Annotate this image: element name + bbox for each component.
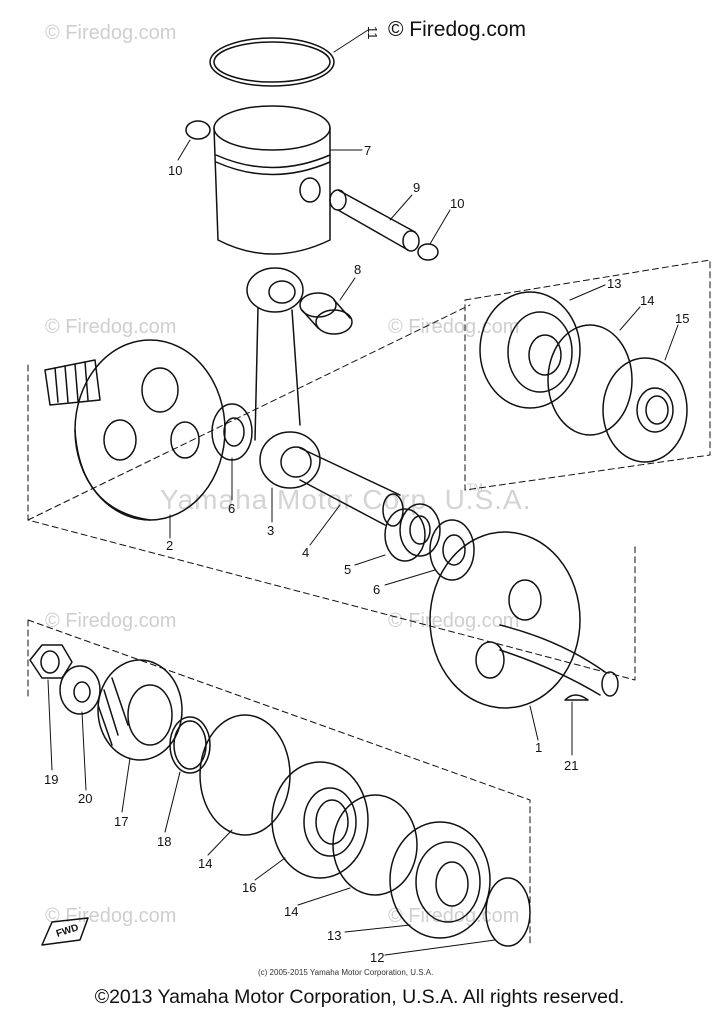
svg-text:FWD: FWD <box>55 922 80 940</box>
watermark-tm: TM <box>467 482 483 494</box>
bearing-part-upper <box>479 291 581 409</box>
watermark-mid-left: © Firedog.com <box>45 316 177 338</box>
small-credit: (c) 2005-2015 Yamaha Motor Corporation, … <box>258 968 434 977</box>
callout-7: 7 <box>364 143 371 158</box>
callout-16: 16 <box>242 880 256 895</box>
group-box-bearing <box>464 259 711 491</box>
watermark-bottom-left: © Firedog.com <box>45 905 177 927</box>
watermark-lower-left: © Firedog.com <box>45 610 177 632</box>
crank-half-left-part <box>44 339 226 521</box>
callout-20: 20 <box>78 791 92 806</box>
piston-ring-part <box>209 37 335 87</box>
group-box-crank <box>27 304 636 681</box>
callout-1: 1 <box>535 740 542 755</box>
callout-15: 15 <box>675 311 689 326</box>
callout-13-upper: 13 <box>607 276 621 291</box>
callout-19: 19 <box>44 772 58 787</box>
callout-11: 11 <box>365 26 380 40</box>
callout-2: 2 <box>166 538 173 553</box>
oil-seal-part-upper <box>602 357 688 463</box>
callout-18: 18 <box>157 834 171 849</box>
crank-half-right-part <box>429 531 619 709</box>
copyright-footer: ©2013 Yamaha Motor Corporation, U.S.A. A… <box>94 986 625 1008</box>
callout-4: 4 <box>302 545 309 560</box>
washer-part <box>59 665 101 715</box>
watermark-yamaha: Yamaha Motor Corp. U.S.A. <box>160 484 532 515</box>
callout-3: 3 <box>267 523 274 538</box>
callout-6-left: 6 <box>228 501 235 516</box>
callout-10-right: 10 <box>450 196 464 211</box>
big-end-bearing-part <box>384 503 441 562</box>
piston-pin-part <box>329 189 420 252</box>
watermark-top-left: © Firedog.com <box>45 22 177 44</box>
shim-part <box>485 877 531 947</box>
small-end-bearing-part <box>299 292 353 335</box>
thrust-washer-part-left <box>211 403 253 461</box>
callout-21: 21 <box>564 758 578 773</box>
crank-pin-part <box>299 447 404 527</box>
callout-14-upper: 14 <box>640 293 654 308</box>
o-ring-part <box>169 716 211 774</box>
callout-12: 12 <box>370 950 384 965</box>
callout-13-lower: 13 <box>327 928 341 943</box>
callout-9: 9 <box>413 180 420 195</box>
oil-seal-part-lower <box>271 761 369 879</box>
group-box-lower <box>27 619 531 946</box>
bearing-part-lower <box>389 821 491 939</box>
circlip-part-lower-large <box>199 714 291 836</box>
watermark-firedog-main: © Firedog.com <box>388 18 527 41</box>
drive-gear-part <box>97 659 183 761</box>
callout-6-right: 6 <box>373 582 380 597</box>
thrust-washer-part-right <box>429 519 475 581</box>
nut-part <box>29 644 73 679</box>
leader-lines <box>47 29 679 956</box>
callout-numbers: 11 7 10 9 10 8 13 14 15 6 2 3 4 5 6 1 21… <box>44 26 689 965</box>
circlip-part-lower-small <box>332 794 418 896</box>
callout-8: 8 <box>354 262 361 277</box>
callout-10-upper: 10 <box>168 163 182 178</box>
fwd-arrow-icon: FWD <box>41 917 89 946</box>
callout-5: 5 <box>344 562 351 577</box>
circlip-part-upper <box>185 120 211 140</box>
callout-14-lower-large: 14 <box>198 856 212 871</box>
circlip-part-bearing-upper <box>547 324 633 436</box>
piston-part <box>213 105 331 255</box>
callout-14-lower-small: 14 <box>284 904 298 919</box>
watermark-lower-right: © Firedog.com <box>388 610 520 632</box>
woodruff-key-part <box>564 694 589 701</box>
connecting-rod-part <box>246 267 321 489</box>
circlip-part-right <box>417 243 439 261</box>
callout-17: 17 <box>114 814 128 829</box>
